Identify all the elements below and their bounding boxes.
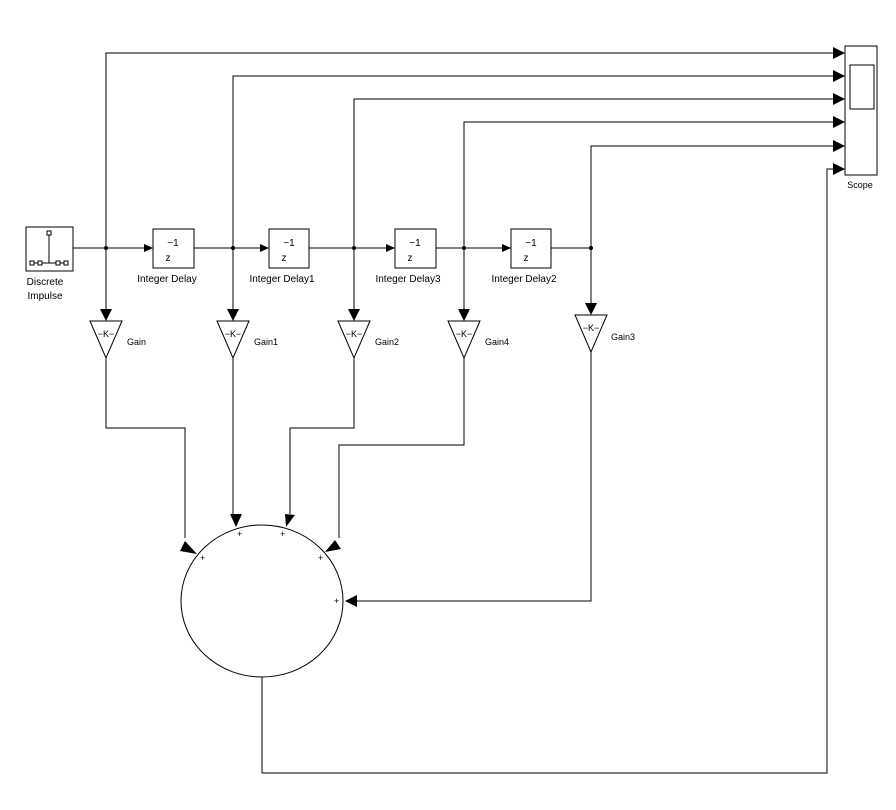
branch-dot — [462, 246, 466, 250]
gain2-label: Gain2 — [375, 337, 399, 347]
arrowheads — [100, 47, 845, 607]
gain1-block[interactable]: −K− Gain1 — [216, 320, 278, 360]
arrowhead-scope-in1 — [833, 47, 845, 59]
scope-block[interactable]: Scope — [844, 45, 878, 190]
gain4-value: −K− — [456, 329, 473, 339]
delay-numerator: −1 — [167, 238, 179, 249]
gain2-value: −K− — [346, 329, 363, 339]
sum-sign-2: + — [237, 529, 242, 539]
wire-tap2-to-scope — [353, 98, 836, 248]
integer-delay3-block[interactable]: −1 z Integer Delay3 — [375, 228, 441, 285]
signal-lines — [73, 52, 836, 774]
arrowhead-scope-in6 — [833, 163, 845, 175]
gain-block[interactable]: −K− Gain — [89, 320, 146, 360]
arrowhead-scope-in3 — [833, 93, 845, 105]
branch-dot — [589, 246, 593, 250]
arrowhead-into-gain4 — [458, 309, 470, 321]
arrowhead-into-delay3 — [386, 244, 395, 252]
arrowhead-scope-in4 — [833, 116, 845, 128]
gain1-value: −K− — [225, 329, 242, 339]
arrowhead-sum-in4 — [325, 540, 341, 552]
sum-sign-1: + — [200, 553, 205, 563]
integer-delay-label: Integer Delay — [137, 274, 196, 285]
sum-block[interactable]: + + + + + — [180, 524, 344, 678]
impulse-icon — [29, 230, 69, 266]
gain4-block[interactable]: −K− Gain4 — [447, 320, 509, 360]
discrete-impulse-label-line1: Discrete — [27, 277, 64, 288]
branch-dot — [104, 246, 108, 250]
gain-label: Gain — [127, 337, 146, 347]
gain4-label: Gain4 — [485, 337, 509, 347]
branch-dot — [231, 246, 235, 250]
arrowhead-sum-in5 — [345, 595, 357, 607]
wire-tap3-to-scope — [463, 121, 836, 248]
sum-sign-4: + — [318, 553, 323, 563]
integer-delay2-block[interactable]: −1 z Integer Delay2 — [491, 228, 557, 285]
delay-numerator: −1 — [409, 238, 421, 249]
integer-delay-block[interactable]: −1 z Integer Delay — [137, 228, 197, 285]
arrowhead-into-delay — [144, 244, 153, 252]
delay-denominator: z — [524, 253, 529, 264]
gain3-label: Gain3 — [611, 332, 635, 342]
wire-tap1-to-scope — [232, 75, 836, 248]
integer-delay1-label: Integer Delay1 — [249, 274, 314, 285]
arrowhead-into-delay2 — [502, 244, 511, 252]
gain3-block[interactable]: −K− Gain3 — [574, 314, 635, 354]
integer-delay3-label: Integer Delay3 — [375, 274, 440, 285]
wire-gain4-to-sum — [338, 358, 465, 538]
gain-value: −K− — [98, 329, 115, 339]
wire-tap4-to-scope — [590, 145, 836, 248]
scope-label: Scope — [847, 180, 873, 190]
arrowhead-into-delay1 — [260, 244, 269, 252]
wire-tap0-to-scope — [105, 52, 836, 248]
arrowhead-sum-in1 — [180, 541, 197, 554]
delay-denominator: z — [408, 253, 413, 264]
delay-denominator: z — [282, 253, 287, 264]
arrowhead-scope-in2 — [833, 70, 845, 82]
delay-denominator: z — [166, 253, 171, 264]
branch-points — [104, 246, 593, 250]
discrete-impulse-label-line2: Impulse — [27, 291, 62, 302]
arrowhead-into-gain3 — [585, 303, 597, 315]
scope-screen-icon — [849, 64, 875, 110]
wire-sum-to-scope — [261, 168, 836, 774]
arrowhead-into-gain1 — [227, 309, 239, 321]
gain2-block[interactable]: −K− Gain2 — [337, 320, 399, 360]
sum-sign-3: + — [280, 529, 285, 539]
arrowhead-sum-in2 — [230, 514, 242, 527]
discrete-impulse-block[interactable]: Discrete Impulse — [25, 226, 74, 302]
delay-numerator: −1 — [283, 238, 295, 249]
delay-numerator: −1 — [525, 238, 537, 249]
arrowhead-into-gain2 — [348, 309, 360, 321]
wire-gain-to-sum — [105, 358, 186, 538]
gain3-value: −K− — [583, 323, 600, 333]
arrowhead-sum-in3 — [285, 514, 295, 527]
wire-gain2-to-sum — [289, 358, 355, 514]
integer-delay1-block[interactable]: −1 z Integer Delay1 — [249, 228, 315, 285]
arrowhead-into-gain — [100, 309, 112, 321]
branch-dot — [352, 246, 356, 250]
arrowhead-scope-in5 — [833, 140, 845, 152]
integer-delay2-label: Integer Delay2 — [491, 274, 556, 285]
wire-gain3-to-sum — [356, 352, 592, 602]
sum-sign-5: + — [334, 596, 339, 606]
gain1-label: Gain1 — [254, 337, 278, 347]
